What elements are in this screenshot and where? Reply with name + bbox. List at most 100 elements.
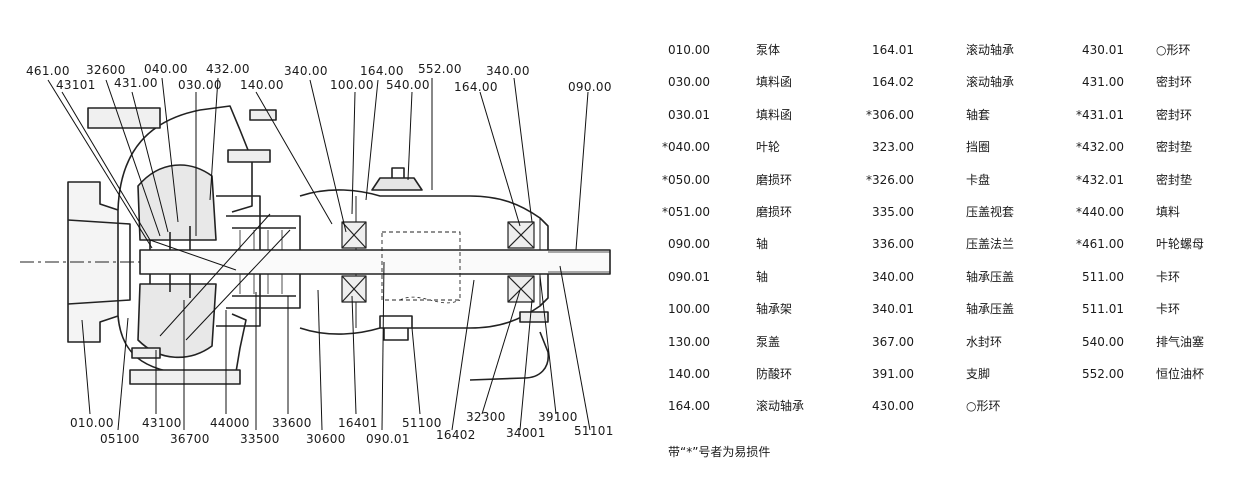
callout-label: 33500 bbox=[240, 432, 280, 446]
part-name: 叶轮螺母 bbox=[1156, 237, 1205, 252]
part-code: 335.00 bbox=[872, 205, 914, 219]
callout-label: 05100 bbox=[100, 432, 140, 446]
part-name: 压盖视套 bbox=[966, 205, 1015, 219]
part-name: 卡环 bbox=[1156, 302, 1181, 317]
pump-cross-section-diagram: 461.00 43101 32600 431.00 040.00 030.00 … bbox=[20, 62, 614, 446]
callout-label: 51100 bbox=[402, 416, 442, 430]
part-name: 轴承架 bbox=[756, 302, 793, 317]
callout-label: 43101 bbox=[56, 78, 96, 92]
callout-label: 36700 bbox=[170, 432, 210, 446]
callout-label: 090.01 bbox=[366, 432, 410, 446]
callout-label: 432.00 bbox=[206, 62, 250, 76]
part-code: 540.00 bbox=[1082, 334, 1124, 349]
callout-label: 090.00 bbox=[568, 80, 612, 94]
part-name: 挡圈 bbox=[966, 140, 991, 155]
part-row: 511.01 卡环 bbox=[1082, 299, 1252, 319]
part-row: 130.00 泵盖 bbox=[668, 332, 838, 352]
part-name: 磨损环 bbox=[756, 172, 793, 187]
part-name: 支脚 bbox=[966, 367, 991, 381]
part-code: 430.00 bbox=[872, 399, 914, 414]
part-code: 130.00 bbox=[668, 334, 710, 349]
part-name: 水封环 bbox=[966, 334, 1003, 349]
callout-label: 30600 bbox=[306, 432, 346, 446]
part-code: 511.01 bbox=[1082, 302, 1124, 317]
part-name: 排气油塞 bbox=[1156, 334, 1205, 349]
part-name: 泵盖 bbox=[756, 334, 781, 349]
part-name: 恒位油杯 bbox=[1156, 367, 1205, 381]
part-code: *432.00 bbox=[1076, 140, 1124, 155]
callout-label: 43100 bbox=[142, 416, 182, 430]
part-name: 滚动轴承 bbox=[966, 75, 1015, 90]
callout-label: 16402 bbox=[436, 428, 476, 442]
callout-label: 100.00 bbox=[330, 78, 374, 92]
part-name: 轴承压盖 bbox=[966, 269, 1015, 284]
part-code: *326.00 bbox=[866, 172, 914, 187]
part-name: ○形环 bbox=[1156, 43, 1191, 57]
callout-label: 16401 bbox=[338, 416, 378, 430]
part-code: 164.01 bbox=[872, 43, 914, 57]
pump-drawing bbox=[20, 77, 611, 431]
part-row: *432.01 密封垫 bbox=[1076, 170, 1252, 190]
part-row: 164.01 滚动轴承 bbox=[872, 40, 1042, 60]
part-row: 140.00 防酸环 bbox=[668, 364, 838, 384]
callout-label: 340.00 bbox=[486, 64, 530, 78]
part-row: 430.01 ○形环 bbox=[1082, 40, 1252, 60]
part-name: 填料 bbox=[1156, 205, 1181, 219]
part-code: 010.00 bbox=[668, 43, 710, 57]
part-code: 552.00 bbox=[1082, 367, 1124, 381]
callout-label: 340.00 bbox=[284, 64, 328, 78]
callout-label: 34001 bbox=[506, 426, 546, 440]
part-name: 滚动轴承 bbox=[966, 43, 1015, 57]
part-code: 430.01 bbox=[1082, 43, 1124, 57]
callout-label: 461.00 bbox=[26, 64, 70, 78]
part-code: 431.00 bbox=[1082, 75, 1124, 90]
part-code: 340.01 bbox=[872, 302, 914, 317]
callout-label: 164.00 bbox=[454, 80, 498, 94]
part-code: 164.00 bbox=[668, 399, 710, 414]
callout-label: 431.00 bbox=[114, 76, 158, 90]
part-name: 轴 bbox=[756, 269, 769, 284]
part-code: 140.00 bbox=[668, 367, 710, 381]
part-name: 密封垫 bbox=[1156, 172, 1193, 187]
part-row: 391.00 支脚 bbox=[872, 364, 1042, 384]
part-code: *051.00 bbox=[662, 205, 710, 219]
part-name: 叶轮 bbox=[756, 140, 781, 155]
callout-label: 33600 bbox=[272, 416, 312, 430]
part-code: 511.00 bbox=[1082, 269, 1124, 284]
part-code: 030.01 bbox=[668, 107, 710, 122]
part-row: *440.00 填料 bbox=[1076, 202, 1252, 222]
part-name: 密封环 bbox=[1156, 107, 1193, 122]
part-name: 防酸环 bbox=[756, 367, 793, 381]
part-row: 335.00 压盖视套 bbox=[872, 202, 1042, 222]
part-name: 填料函 bbox=[756, 75, 793, 90]
part-code: *432.01 bbox=[1076, 172, 1124, 187]
callout-label: 540.00 bbox=[386, 78, 430, 92]
part-code: 090.01 bbox=[668, 269, 710, 284]
part-code: 336.00 bbox=[872, 237, 914, 252]
callout-label: 39100 bbox=[538, 410, 578, 424]
part-code: 391.00 bbox=[872, 367, 914, 381]
callout-label: 51101 bbox=[574, 424, 614, 438]
part-name: 卡环 bbox=[1156, 269, 1181, 284]
part-code: 100.00 bbox=[668, 302, 710, 317]
part-code: *440.00 bbox=[1076, 205, 1124, 219]
callout-label: 164.00 bbox=[360, 64, 404, 78]
part-row: 540.00 排气油塞 bbox=[1082, 332, 1252, 352]
part-code: *040.00 bbox=[662, 140, 710, 155]
callout-label: 010.00 bbox=[70, 416, 114, 430]
callout-label: 040.00 bbox=[144, 62, 188, 76]
part-name: 填料函 bbox=[756, 107, 793, 122]
part-code: 090.00 bbox=[668, 237, 710, 252]
